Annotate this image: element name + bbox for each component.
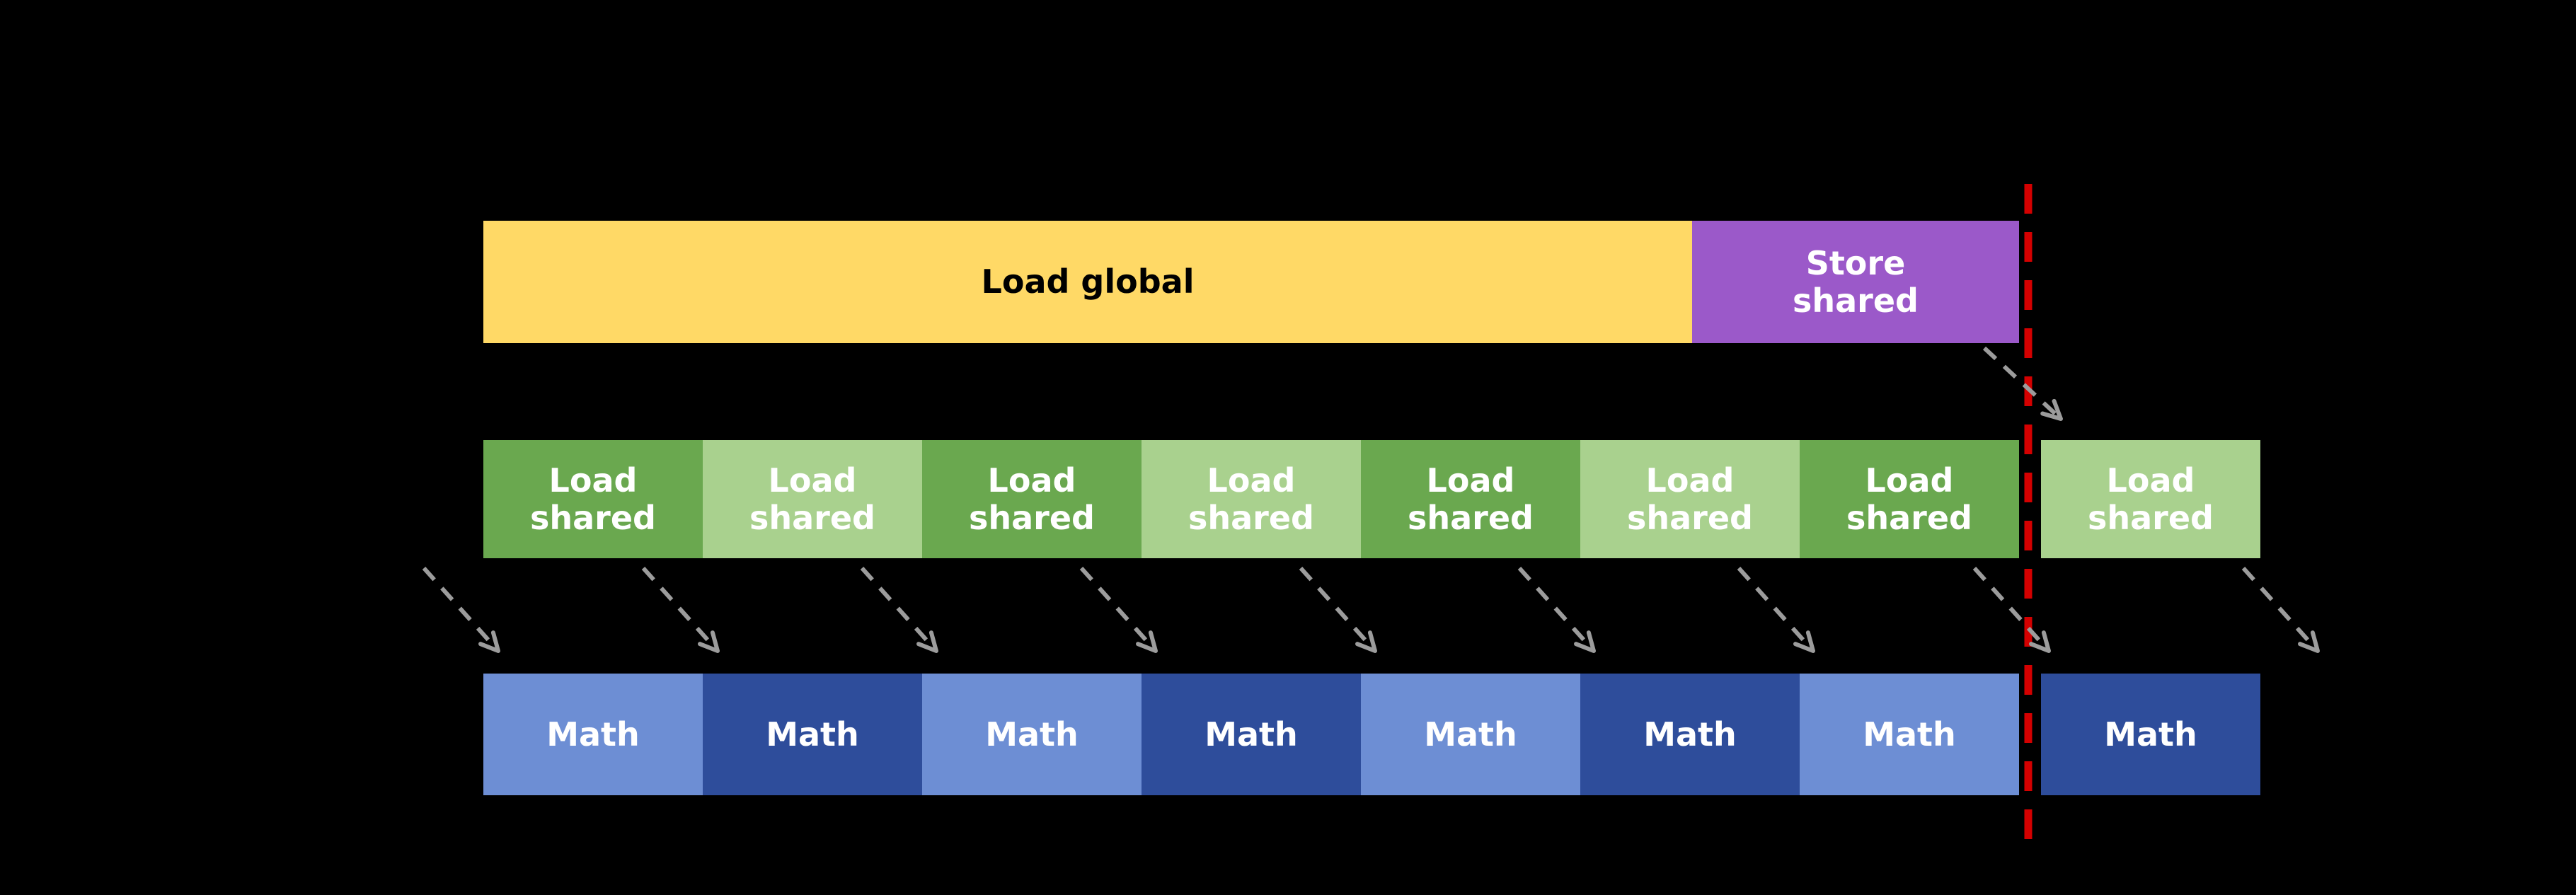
bar-label: Load shared [530, 461, 656, 537]
bar-label: Math [1204, 715, 1298, 753]
load-shared-bar-4: Load shared [1142, 440, 1361, 558]
math-bar-1: Math [483, 674, 703, 795]
bar-label: Load global [981, 262, 1195, 301]
bar-label: Load shared [1188, 461, 1314, 537]
dependency-arrow [641, 566, 720, 653]
load-global-bar: Load global [483, 221, 1692, 343]
bar-label: Math [985, 715, 1079, 753]
math-bar-8: Math [2041, 674, 2260, 795]
bar-label: Load shared [2088, 461, 2214, 537]
bar-label: Math [766, 715, 859, 753]
load-shared-bar-6: Load shared [1580, 440, 1800, 558]
bar-label: Store shared [1793, 243, 1919, 320]
math-bar-6: Math [1580, 674, 1800, 795]
bar-label: Math [2104, 715, 2197, 753]
dependency-arrow [1972, 566, 2051, 653]
store-to-load-arrow [1982, 346, 2063, 421]
load-shared-bar-5: Load shared [1361, 440, 1580, 558]
bar-label: Load shared [1627, 461, 1753, 537]
dependency-arrow [1299, 566, 1377, 653]
bar-label: Math [1643, 715, 1737, 753]
bar-label: Math [1424, 715, 1517, 753]
load-shared-bar-3: Load shared [922, 440, 1142, 558]
load-shared-bar-7: Load shared [1800, 440, 2019, 558]
dependency-arrow [1517, 566, 1596, 653]
bar-label: Math [546, 715, 640, 753]
dependency-arrow [860, 566, 938, 653]
store-shared-bar: Store shared [1692, 221, 2019, 343]
math-bar-2: Math [703, 674, 922, 795]
bar-label: Math [1863, 715, 1956, 753]
math-bar-4: Math [1142, 674, 1361, 795]
math-bar-5: Math [1361, 674, 1580, 795]
bar-label: Load shared [969, 461, 1095, 537]
dependency-arrow [1079, 566, 1158, 653]
dependency-arrow [2241, 566, 2320, 653]
dependency-arrow [1737, 566, 1815, 653]
bar-label: Load shared [1846, 461, 1972, 537]
bar-label: Load shared [749, 461, 875, 537]
dependency-arrow [422, 566, 500, 653]
bar-label: Load shared [1408, 461, 1534, 537]
math-bar-3: Math [922, 674, 1142, 795]
load-shared-bar-1: Load shared [483, 440, 703, 558]
load-shared-bar-2: Load shared [703, 440, 922, 558]
math-bar-7: Math [1800, 674, 2019, 795]
load-shared-bar-8: Load shared [2041, 440, 2260, 558]
